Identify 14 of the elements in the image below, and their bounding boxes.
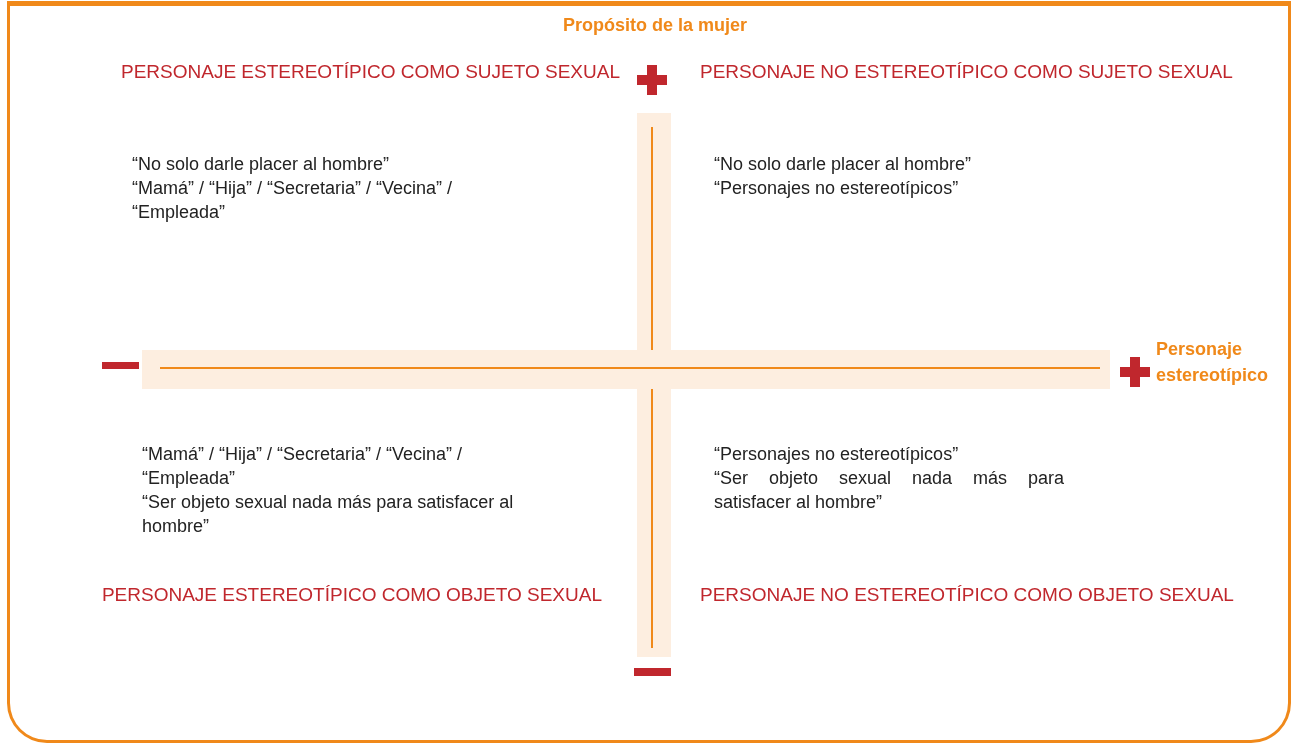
quadrant-title: PERSONAJE ESTEREOTÍPICO COMO OBJETO SEXUAL <box>100 583 602 607</box>
quote-text: “Mamá” / “Hija” / “Secretaria” / “Vecina” / “Empleada” <box>142 443 464 490</box>
quadrant-title: PERSONAJE NO ESTEREOTÍPICO COMO SUJETO SEXUAL <box>700 60 1234 84</box>
quote-text: “Personajes no estereotípicos” <box>714 443 960 466</box>
quote-text: “No solo darle placer al hombre” <box>132 153 391 176</box>
quadrant-title: PERSONAJE ESTEREOTÍPICO COMO SUJETO SEXUAL <box>119 60 620 84</box>
quote-text: “No solo darle placer al hombre” <box>714 153 973 176</box>
axis-title: Personaje estereotípico <box>1156 338 1270 387</box>
quote-text: “Ser objeto sexual nada más para satisfacer al hombre” <box>714 467 1064 514</box>
axis-title: Propósito de la mujer <box>561 14 748 37</box>
quote-text: “Mamá” / “Hija” / “Secretaria” / “Vecina” / “Empleada” <box>132 177 454 224</box>
quote-text: “Personajes no estereotípicos” <box>714 177 960 200</box>
quote-text: “Ser objeto sexual nada más para satisfacer al hombre” <box>142 491 515 538</box>
quadrant-title: PERSONAJE NO ESTEREOTÍPICO COMO OBJETO SEXUAL <box>700 583 1235 607</box>
